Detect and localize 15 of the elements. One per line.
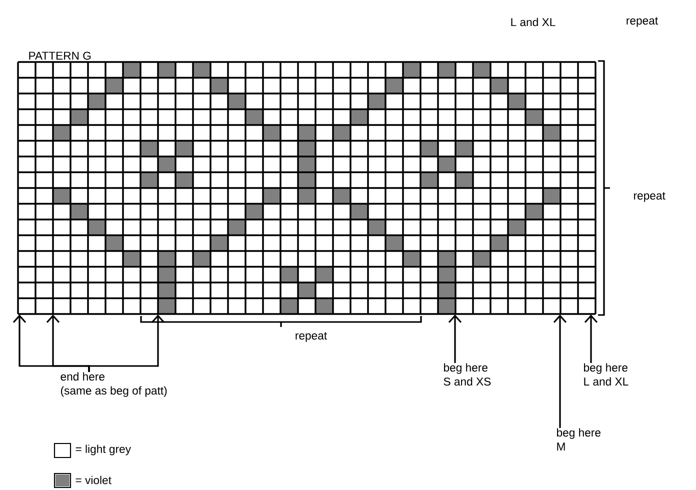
annotation-label: repeat (296, 332, 327, 342)
annotation-text: end here (same as beg of patt) (60, 372, 167, 397)
annotation-text: beg here S and XS (444, 363, 491, 386)
arrow (88, 314, 165, 372)
arrow (584, 314, 598, 363)
annotation-label: repeat (634, 192, 666, 202)
legend-label: = light grey (76, 444, 131, 456)
arrow (448, 314, 462, 363)
annotation-text: beg here M (557, 428, 600, 450)
arrow (553, 314, 567, 428)
chart-title: PATTERN G (29, 52, 91, 60)
annotation-label: L and XL (511, 18, 556, 26)
legend-label: = violet (76, 476, 112, 484)
annotation-text: beg here L and XL (584, 363, 628, 386)
annotation-label: repeat (626, 17, 658, 27)
